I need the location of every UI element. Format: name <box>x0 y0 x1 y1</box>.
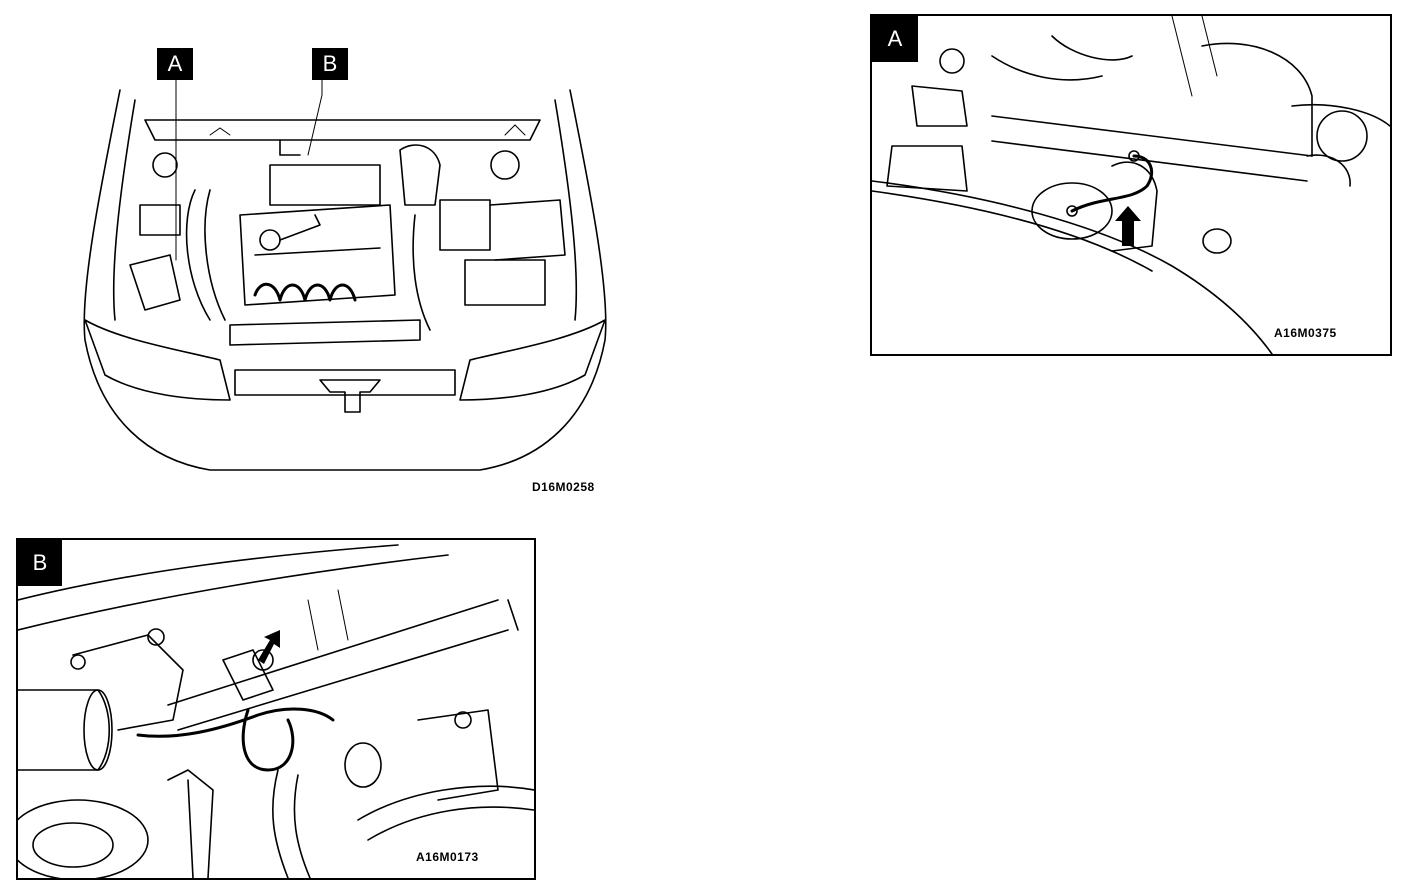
callout-a: A <box>157 48 193 80</box>
overview-ref-code: D16M0258 <box>532 480 595 494</box>
detail-b-ref-code: A16M0173 <box>416 850 479 864</box>
detail-a-ref-code: A16M0375 <box>1274 326 1337 340</box>
callout-b: B <box>312 48 348 80</box>
detail-a-panel: A A16M0375 <box>870 14 1392 356</box>
detail-b-label: B <box>18 540 62 586</box>
detail-b-drawing <box>18 544 534 878</box>
engine-bay-drawing <box>83 79 607 471</box>
engine-overview-figure: A B D16M0258 <box>60 40 640 500</box>
detail-a-drawing <box>872 16 1390 354</box>
detail-b-panel: B A16M0173 <box>16 538 536 880</box>
detail-a-label: A <box>872 16 918 62</box>
